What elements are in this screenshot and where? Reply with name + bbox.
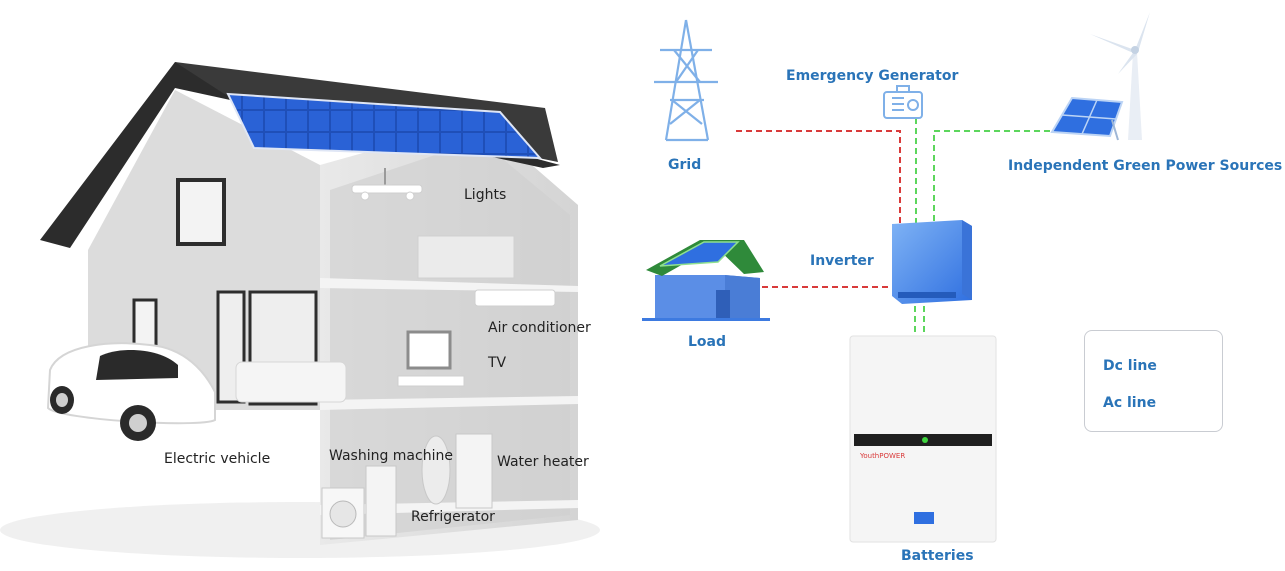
- floor-slab-middle: [320, 396, 578, 410]
- tv-unit: [406, 330, 452, 370]
- label-electric-vehicle: Electric vehicle: [164, 451, 271, 467]
- sofa: [235, 361, 347, 403]
- ac-line-grid-inverter: [736, 130, 901, 224]
- water-heater-unit: [421, 435, 451, 505]
- label-lights: Lights: [464, 187, 507, 203]
- electric-vehicle: [46, 342, 216, 441]
- label-green-sources: Independent Green Power Sources: [1008, 158, 1283, 174]
- refrigerator-unit: [365, 465, 397, 537]
- battery-unit: [849, 335, 997, 543]
- label-inverter: Inverter: [810, 253, 874, 269]
- dc-line-green-inverter: [933, 130, 1050, 224]
- label-tv: TV: [488, 355, 507, 371]
- house-illustration: [0, 62, 600, 558]
- legend-dc-label: Dc line: [1103, 358, 1157, 374]
- load-house-icon: [642, 240, 770, 321]
- label-batteries: Batteries: [901, 548, 974, 564]
- label-air-conditioner: Air conditioner: [488, 320, 591, 336]
- label-grid: Grid: [668, 157, 702, 173]
- attic-window: [176, 178, 226, 246]
- legend-ac-label: Ac line: [1103, 395, 1157, 411]
- wind-turbine-icon: [1090, 12, 1150, 140]
- washing-machine: [321, 487, 365, 539]
- label-emergency-generator: Emergency Generator: [786, 68, 959, 84]
- label-refrigerator: Refrigerator: [411, 509, 495, 525]
- connection-lines: [736, 118, 1050, 334]
- legend-box: [1084, 330, 1223, 432]
- battery-brand-logo: YouthPOWER: [860, 452, 906, 460]
- grid-tower-icon: [654, 19, 718, 142]
- air-conditioner-unit: [474, 289, 556, 307]
- label-water-heater: Water heater: [497, 454, 589, 470]
- inverter-icon: [892, 220, 972, 304]
- upper-cabinet: [417, 235, 515, 279]
- tall-cabinet: [455, 433, 493, 509]
- generator-icon: [883, 85, 923, 119]
- roof-solar-panel: [226, 92, 543, 160]
- label-load: Load: [688, 334, 727, 350]
- floor-slab-upper: [320, 278, 578, 292]
- tv-stand: [397, 375, 465, 387]
- ceiling-lamp: [351, 168, 423, 201]
- label-washing-machine: Washing machine: [329, 448, 453, 464]
- green-solar-panel-icon: [1050, 96, 1124, 141]
